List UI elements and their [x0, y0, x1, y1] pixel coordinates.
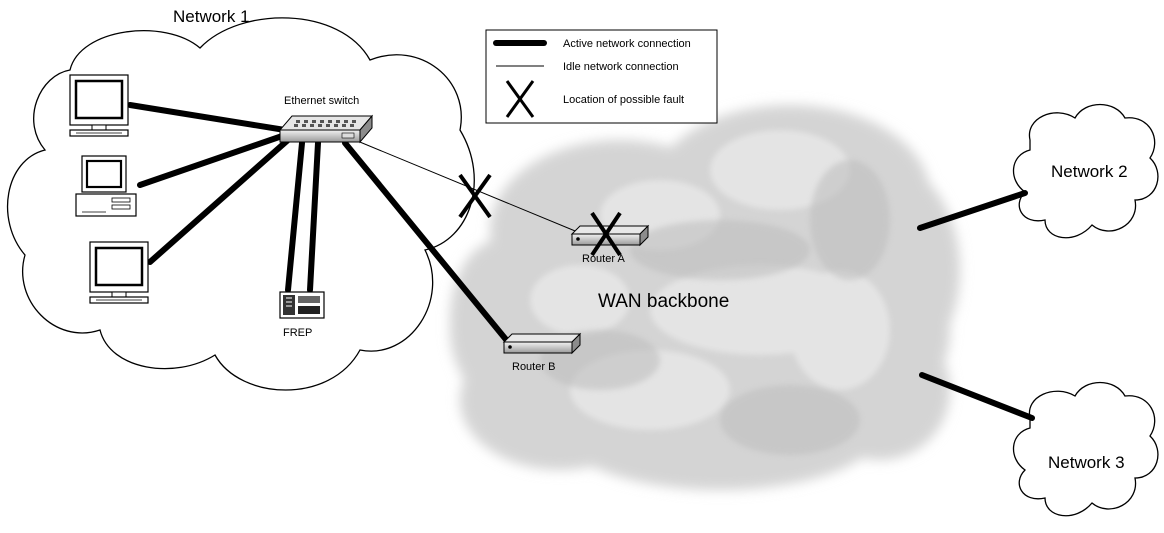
wan-backbone-label: WAN backbone	[598, 291, 729, 312]
router-b-label: Router B	[512, 361, 555, 373]
computer-2	[75, 155, 137, 217]
network3-label: Network 3	[1048, 453, 1125, 472]
link-pc3-switch	[147, 137, 291, 265]
switch-label: Ethernet switch	[284, 95, 359, 107]
ethernet-switch	[278, 114, 374, 144]
frep-device	[279, 291, 325, 319]
wan-cloud	[450, 105, 960, 490]
link-frep-switch-1	[285, 140, 305, 293]
fault-marker-router-a	[590, 211, 622, 257]
router-a-label: Router A	[582, 253, 625, 265]
network3-cloud	[1012, 382, 1159, 517]
fault-marker-link	[458, 173, 492, 219]
legend-active-label: Active network connection	[563, 38, 691, 50]
link-wan-network2	[917, 190, 1028, 231]
network1-label: Network 1	[173, 7, 250, 26]
legend: Active network connection Idle network c…	[485, 29, 718, 124]
link-pc2-switch	[137, 132, 288, 188]
link-switch-router-b	[342, 140, 511, 345]
network2-cloud	[1012, 104, 1159, 239]
legend-idle-label: Idle network connection	[563, 61, 679, 73]
legend-fault-swatch	[505, 80, 535, 118]
legend-fault-label: Location of possible fault	[563, 94, 684, 106]
network2-label: Network 2	[1051, 162, 1128, 181]
link-wan-network3	[919, 372, 1035, 421]
frep-label: FREP	[283, 327, 312, 339]
link-frep-switch-2	[307, 140, 321, 293]
link-pc1-switch	[127, 102, 288, 133]
router-b	[502, 332, 582, 355]
